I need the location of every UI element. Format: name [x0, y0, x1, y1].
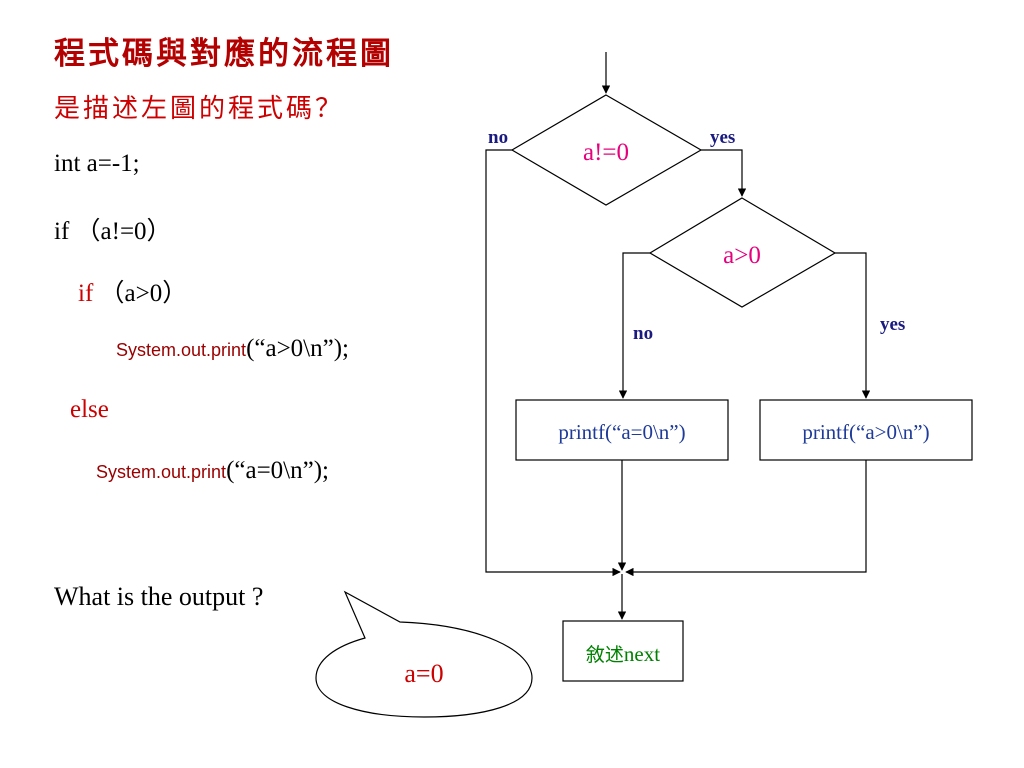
connector-no-2 — [618, 252, 650, 399]
decision-diamond-1 — [510, 94, 703, 206]
next-statement-box — [562, 620, 684, 682]
code-line-3: if （a>0） — [78, 273, 187, 309]
decision-1-label: a!=0 — [583, 139, 629, 166]
next-statement-text: 敘述next — [586, 642, 660, 666]
decision-diamond-2 — [648, 197, 837, 308]
code-line-2: if （a!=0） — [54, 218, 172, 245]
code-keyword-if: if — [78, 280, 94, 307]
code-print-call: System.out.print — [96, 462, 227, 482]
code-line-5: else — [70, 396, 109, 423]
code-print-arg: (“a=0\n”); — [226, 457, 329, 484]
answer-text: a=0 — [404, 659, 443, 688]
next-statement-latin: next — [624, 642, 660, 666]
decision-2-no-label: no — [633, 323, 653, 344]
next-statement-cjk: 敘述 — [586, 644, 624, 666]
speech-bubble — [315, 590, 533, 718]
connector-right-to-merge — [625, 460, 867, 577]
connector-no-1 — [485, 149, 621, 577]
decision-2-yes-label: yes — [880, 314, 905, 335]
connector-yes-1 — [701, 149, 747, 197]
slide-title: 程式碼與對應的流程圖 — [54, 36, 394, 72]
slide-subtitle: 是描述左圖的程式碼？ — [54, 94, 345, 124]
code-print-arg: (“a>0\n”); — [246, 335, 349, 362]
code-line-4: System.out.print(“a>0\n”); — [116, 335, 349, 363]
output-question: What is the output ? — [54, 582, 264, 611]
code-print-call: System.out.print — [116, 340, 247, 360]
decision-1-yes-label: yes — [710, 127, 735, 148]
process-box-right-text: printf(“a>0\n”) — [802, 420, 929, 444]
process-box-right — [759, 399, 973, 461]
decision-2-label: a>0 — [723, 242, 761, 269]
connector-yes-2 — [835, 252, 871, 399]
process-box-left — [515, 399, 729, 461]
decision-1-no-label: no — [488, 127, 508, 148]
code-line-6: System.out.print(“a=0\n”); — [96, 457, 329, 485]
process-box-left-text: printf(“a=0\n”) — [558, 420, 685, 444]
code-condition: （a>0） — [99, 280, 188, 307]
code-line-1: int a=-1; — [54, 150, 140, 177]
